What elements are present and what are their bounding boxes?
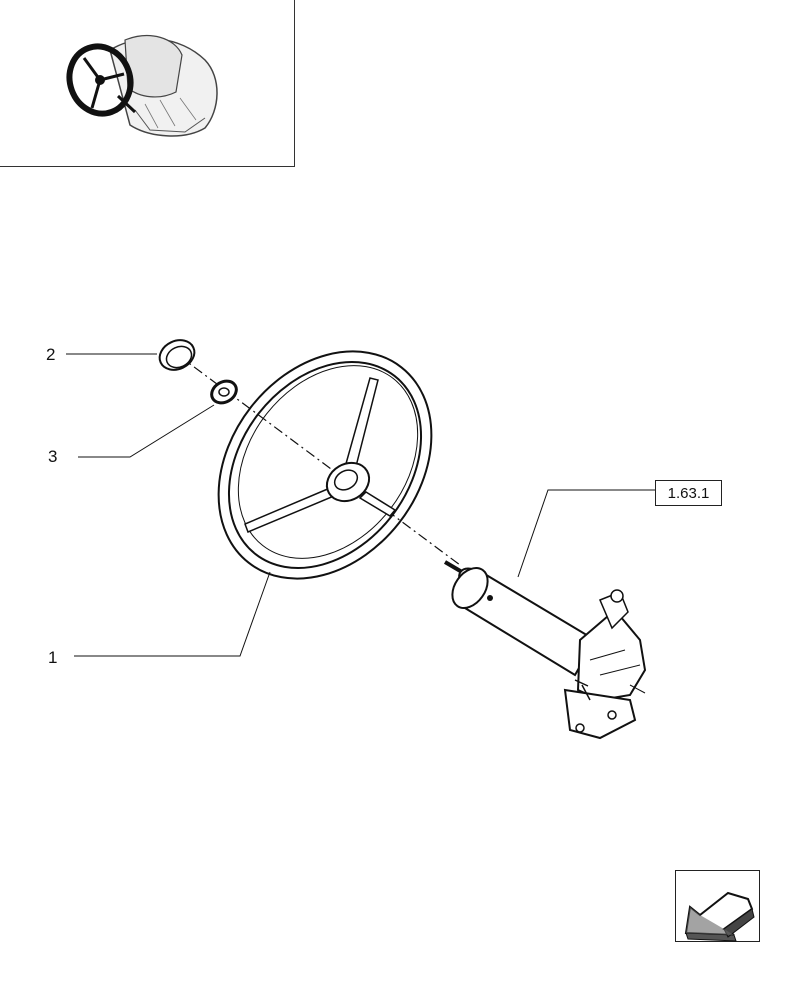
cap-part xyxy=(158,339,196,371)
location-thumbnail xyxy=(0,0,295,167)
back-navigation-button[interactable] xyxy=(675,870,760,942)
leader-line-ref xyxy=(517,489,655,578)
arrow-back-icon xyxy=(684,891,755,942)
steering-column-part xyxy=(443,560,647,740)
callout-item-3: 3 xyxy=(48,447,58,466)
reference-link[interactable]: 1.63.1 xyxy=(655,480,722,506)
callout-item-1: 1 xyxy=(48,648,58,667)
callout-item-2: 2 xyxy=(46,345,56,364)
axis-line xyxy=(177,354,461,566)
leader-line-1 xyxy=(74,571,271,657)
nut-part xyxy=(210,379,238,405)
leader-line-3 xyxy=(78,404,215,458)
steering-wheel-thumbnail-icon xyxy=(66,35,218,137)
steering-wheel-part xyxy=(217,350,433,580)
